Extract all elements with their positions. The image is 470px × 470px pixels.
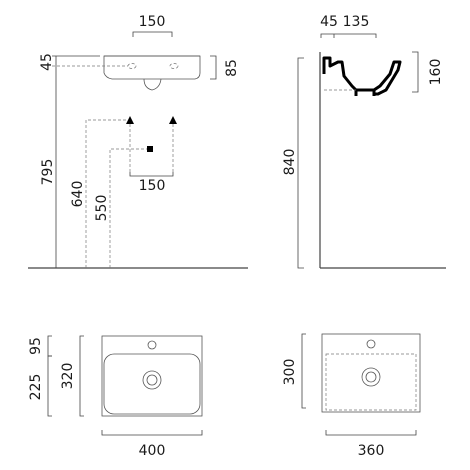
plan2-width-label: 360	[358, 443, 385, 459]
front-top-dimension-line	[132, 31, 173, 37]
plan-back-depth-label: 95	[28, 337, 44, 355]
plan2-basin-outline	[321, 333, 421, 413]
front-supply-height-label: 640	[70, 181, 86, 208]
front-basin-height-dimension	[210, 55, 217, 80]
side-basin-section	[322, 56, 402, 96]
front-overflow-right	[169, 63, 179, 69]
front-basin-bowl	[143, 78, 162, 91]
plan2-bowl-outline	[325, 353, 417, 411]
plan-view-front: 95 225 320 400	[28, 335, 203, 459]
front-basin	[62, 55, 201, 91]
side-basin-height-dimension	[412, 51, 419, 93]
plan-basin-outline	[101, 335, 203, 417]
plan2-tap-hole	[366, 339, 376, 349]
side-basin-height-label: 160	[428, 59, 444, 86]
plan-bowl-depth-dimension	[47, 355, 52, 417]
side-rim-height-label: 840	[282, 149, 298, 176]
side-elevation-view: 45 135 160 840	[282, 14, 446, 269]
plan-tap-hole	[147, 340, 157, 350]
front-waste-dimension	[109, 148, 148, 268]
plan2-depth-dimension	[301, 333, 306, 409]
front-waste-marker	[147, 146, 153, 152]
plan-bowl-depth-label: 225	[28, 374, 44, 401]
plan-total-depth-label: 320	[60, 363, 76, 390]
front-supply-marker-left	[126, 116, 134, 124]
plan-bowl-outline	[103, 353, 201, 415]
front-basin-outline	[103, 55, 201, 80]
side-depth-label: 135	[343, 14, 370, 30]
plan-back-depth-dimension	[47, 335, 52, 357]
front-top-width-label: 150	[139, 14, 166, 30]
front-supply-dimension	[85, 119, 128, 268]
side-wall-offset-label: 45	[320, 14, 338, 30]
side-basin-profile	[322, 56, 402, 96]
plan-drain-inner	[146, 374, 158, 386]
plan-drain-outer	[142, 370, 162, 390]
side-top-dimension-line	[320, 33, 377, 38]
plan-total-depth-dimension	[79, 335, 84, 417]
front-rim-height-label: 795	[40, 159, 56, 186]
plan2-drain-inner	[365, 371, 377, 383]
plan-width-label: 400	[139, 443, 166, 459]
plan-view-side: 300 360	[282, 333, 421, 459]
front-rim-offset-label: 45	[39, 53, 55, 71]
front-supply-marker-right	[169, 116, 177, 124]
plan-width-dimension	[101, 430, 203, 436]
front-basin-height-label: 85	[224, 59, 240, 77]
plan2-depth-label: 300	[282, 359, 298, 386]
side-rim-height-dimension	[297, 57, 304, 269]
plan2-width-dimension	[325, 430, 417, 436]
front-waste-height-label: 550	[94, 195, 110, 222]
front-elevation-view: 150 45 85 795 640 550	[28, 14, 248, 269]
front-supply-spacing-dimension	[129, 172, 174, 177]
plan2-drain-outer	[361, 367, 381, 387]
front-supply-spacing-label: 150	[139, 178, 166, 194]
